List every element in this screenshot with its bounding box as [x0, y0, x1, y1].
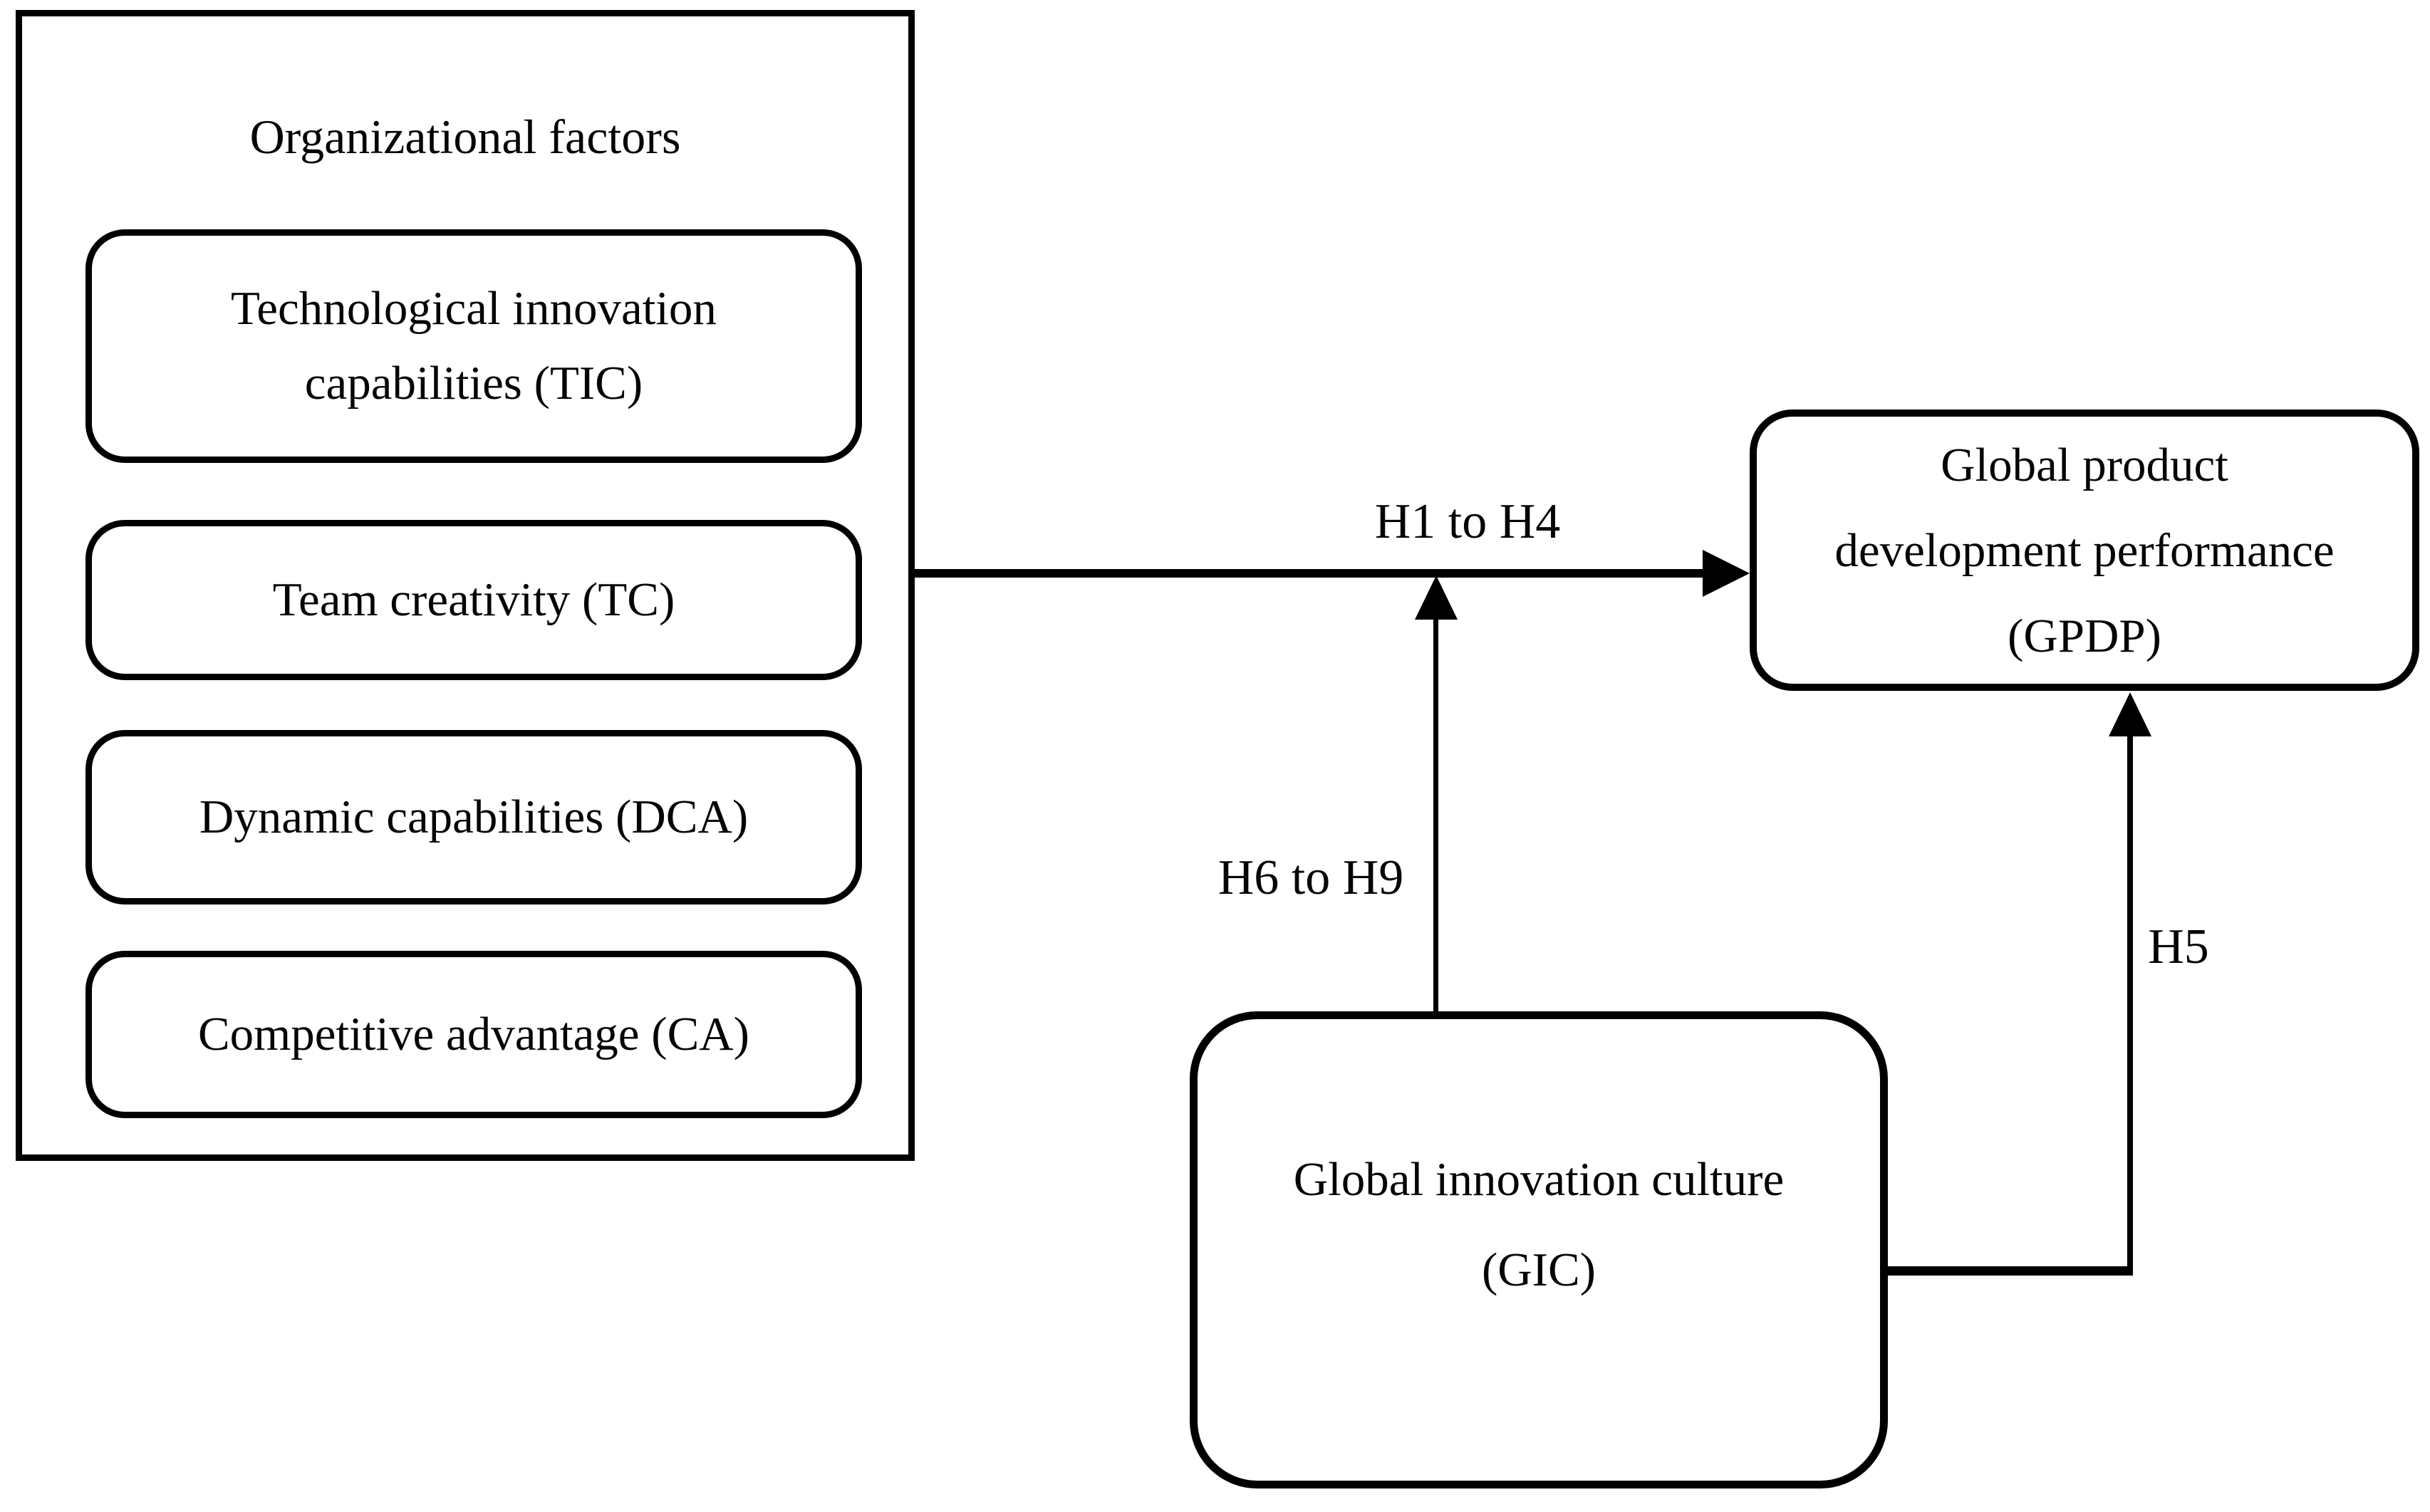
dca-label-line1: Dynamic capabilities (DCA): [199, 791, 749, 843]
gpdp-label-line2: development performance: [1834, 523, 2335, 577]
h6-h9-label: H6 to H9: [1217, 850, 1404, 905]
h6-h9-arrow-line: [1433, 617, 1438, 1013]
h5-arrow-vertical-segment: [2127, 734, 2133, 1276]
gic-label-line1: Global innovation culture: [1293, 1153, 1785, 1206]
ca-label-line1: Competitive advantage (CA): [197, 1008, 749, 1060]
ca-box: Competitive advantage (CA): [85, 951, 862, 1118]
h1-h4-label: H1 to H4: [1374, 494, 1561, 549]
ca-box-label: Competitive advantage (CA): [198, 1011, 749, 1058]
tic-box: Technological innovation capabilities (T…: [85, 229, 862, 463]
dca-box-label: Dynamic capabilities (DCA): [199, 793, 748, 841]
h1-h4-arrow-line: [915, 569, 1707, 578]
gpdp-box-label: Global product development performance (…: [1834, 422, 2334, 679]
gic-box: Global innovation culture (GIC): [1190, 1011, 1888, 1488]
gpdp-label-line1: Global product: [1941, 438, 2228, 491]
h6-h9-arrowhead-up-icon: [1415, 575, 1458, 620]
tic-label-line2: capabilities (TIC): [304, 357, 643, 410]
gpdp-label-line3: (GPDP): [2008, 609, 2161, 662]
h5-label: H5: [2148, 919, 2209, 974]
gic-label-line2: (GIC): [1481, 1244, 1596, 1296]
h5-arrow-horizontal-segment: [1884, 1266, 2133, 1276]
tic-label-line1: Technological innovation: [231, 282, 717, 335]
gpdp-box: Global product development performance (…: [1750, 410, 2419, 691]
organizational-factors-title: Organizational factors: [249, 110, 681, 164]
tc-label-line1: Team creativity (TC): [272, 573, 675, 626]
tc-box-label: Team creativity (TC): [273, 576, 675, 624]
tc-box: Team creativity (TC): [85, 520, 862, 680]
h1-h4-arrowhead-right-icon: [1703, 550, 1750, 597]
dca-box: Dynamic capabilities (DCA): [85, 730, 862, 904]
tic-box-label: Technological innovation capabilities (T…: [231, 271, 717, 421]
gic-box-label: Global innovation culture (GIC): [1294, 1135, 1784, 1315]
h5-arrowhead-up-icon: [2109, 692, 2151, 736]
